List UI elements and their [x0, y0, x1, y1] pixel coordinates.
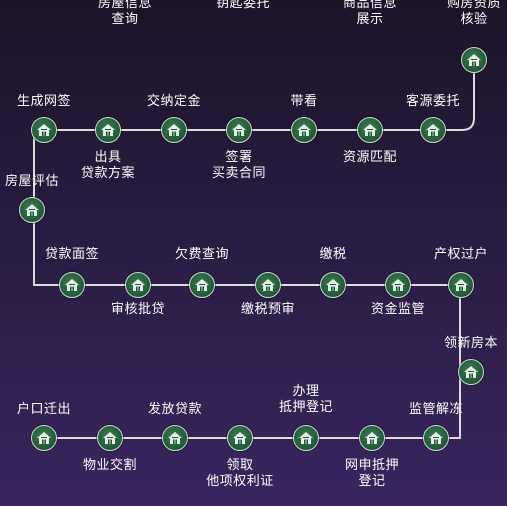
step-label-25: 发放贷款 [147, 402, 203, 417]
step-node-23 [293, 425, 319, 451]
house-icon [298, 431, 314, 445]
step-node-19 [448, 272, 474, 298]
step-node-16 [255, 272, 281, 298]
step-label-3: 商品信息展示 [342, 0, 398, 27]
house-icon [64, 278, 80, 292]
step-node-26 [97, 425, 123, 451]
step-node-21 [423, 425, 449, 451]
house-icon [260, 278, 276, 292]
step-label-12: 房屋评估 [4, 174, 60, 189]
house-icon [325, 278, 341, 292]
step-label-7: 带看 [290, 94, 318, 109]
step-node-11 [31, 117, 57, 143]
step-label-5: 客源委托 [405, 94, 461, 109]
step-node-24 [227, 425, 253, 451]
step-label-8: 签署买卖合同 [211, 150, 267, 181]
step-label-27: 户口迁出 [16, 402, 72, 417]
step-label-26: 物业交割 [82, 458, 138, 473]
step-label-2: 钥匙委托 [215, 0, 271, 11]
step-node-5 [420, 117, 446, 143]
house-icon [463, 365, 479, 379]
step-node-22 [359, 425, 385, 451]
house-icon [194, 278, 210, 292]
step-node-27 [31, 425, 57, 451]
step-node-18 [385, 272, 411, 298]
house-icon [166, 123, 182, 137]
house-icon [130, 278, 146, 292]
step-node-25 [162, 425, 188, 451]
step-label-21: 监管解冻 [408, 402, 464, 417]
step-label-10: 出具贷款方案 [80, 150, 136, 181]
step-label-6: 资源匹配 [342, 150, 398, 165]
step-label-17: 缴税 [319, 247, 347, 262]
step-label-14: 审核批贷 [110, 302, 166, 317]
step-label-13: 贷款面签 [44, 247, 100, 262]
house-icon [390, 278, 406, 292]
step-node-10 [95, 117, 121, 143]
house-icon [231, 123, 247, 137]
step-label-1: 房屋信息查询 [97, 0, 153, 27]
house-icon [100, 123, 116, 137]
house-icon [24, 203, 40, 217]
house-icon [428, 431, 444, 445]
step-label-24: 领取他项权利证 [206, 458, 274, 489]
house-icon [167, 431, 183, 445]
step-node-13 [59, 272, 85, 298]
step-label-16: 缴税预审 [240, 302, 296, 317]
step-node-4 [461, 47, 487, 73]
house-icon [425, 123, 441, 137]
step-node-17 [320, 272, 346, 298]
step-label-19: 产权过户 [433, 247, 489, 262]
step-label-11: 生成网签 [16, 94, 72, 109]
step-label-18: 资金监管 [370, 302, 426, 317]
house-icon [453, 278, 469, 292]
house-icon [296, 123, 312, 137]
step-node-8 [226, 117, 252, 143]
step-label-15: 欠费查询 [174, 247, 230, 262]
step-label-4: 购房资质核验 [446, 0, 502, 27]
house-icon [102, 431, 118, 445]
house-icon [364, 431, 380, 445]
step-node-6 [357, 117, 383, 143]
house-icon [232, 431, 248, 445]
step-node-7 [291, 117, 317, 143]
step-node-9 [161, 117, 187, 143]
step-label-23: 办理抵押登记 [278, 384, 334, 415]
house-icon [36, 431, 52, 445]
step-node-14 [125, 272, 151, 298]
house-icon [36, 123, 52, 137]
step-node-12 [19, 197, 45, 223]
flow-connector-path [33, 60, 475, 439]
step-node-20 [458, 359, 484, 385]
step-label-9: 交纳定金 [146, 94, 202, 109]
step-node-15 [189, 272, 215, 298]
step-label-20: 领新房本 [443, 336, 499, 351]
step-label-22: 网申抵押登记 [344, 458, 400, 489]
house-icon [466, 53, 482, 67]
house-icon [362, 123, 378, 137]
